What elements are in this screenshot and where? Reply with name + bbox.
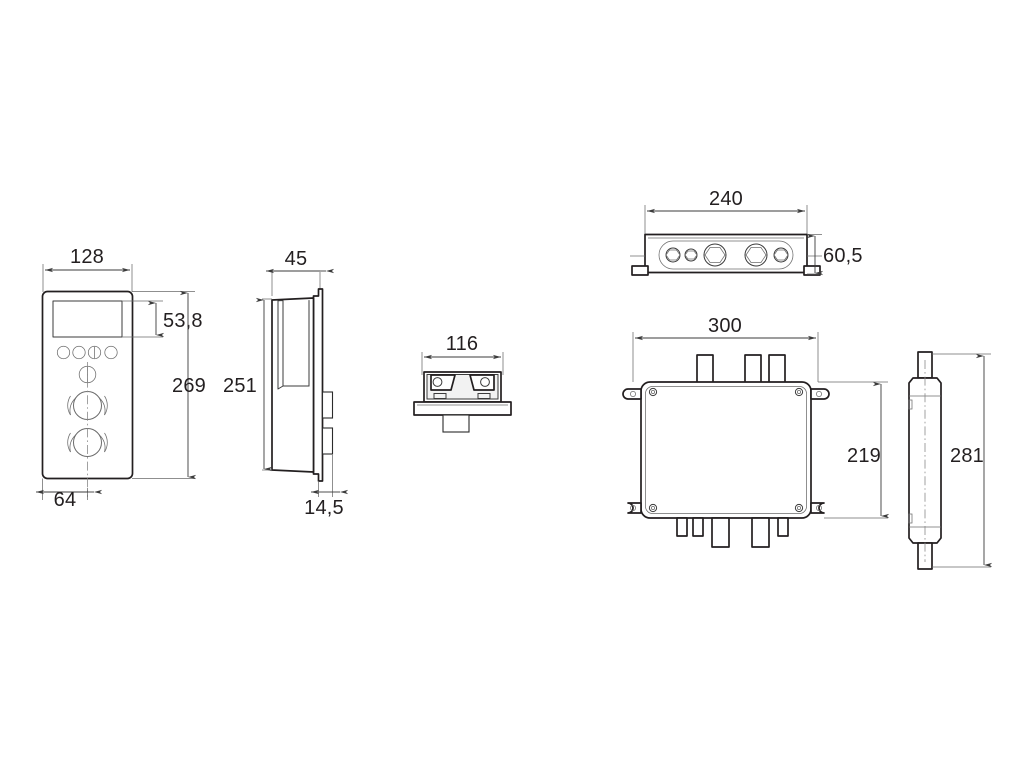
knurled-stem [442,414,470,433]
dimension-116: 116 [421,333,504,375]
panel-button-3[interactable] [87,345,102,360]
dimension-label-53-8: 53,8 [163,310,203,332]
bottom-connectors [676,517,789,548]
dimension-219: 219 [818,381,890,519]
view-junction-box-top: 240 [630,188,863,276]
view-control-panel-side: 45 251 14,5 [223,248,349,519]
fitting-4 [744,243,768,267]
dimension-label-128: 128 [70,246,104,268]
panel-inner-edge [277,300,284,390]
screw-boss-br [794,503,804,513]
dimension-label-300: 300 [708,315,742,337]
junction-box-front-lid [645,386,807,514]
dimension-53-8: 53,8 [122,300,203,338]
dimension-128: 128 [42,246,133,292]
panel-button-1[interactable] [56,345,71,360]
top-connector-2 [744,354,762,384]
bracket-hole-left [432,377,443,387]
panel-button-2[interactable] [72,345,86,360]
view-control-panel-front: 128 [36,246,206,511]
side-notch-bottom [908,513,913,524]
dimension-label-251: 251 [223,375,257,397]
knurled-knob-upper[interactable] [321,391,334,419]
panel-button-4[interactable] [104,345,118,360]
dimension-269: 269 [132,290,206,480]
bracket-hole-right [480,377,490,387]
corner-tab-br [810,502,825,514]
dimension-60-5: 60,5 [806,233,863,276]
bottom-connector-4 [751,517,770,548]
fittings-capsule [658,240,794,270]
screw-boss-bl [648,503,658,513]
screw-boss-tr [794,387,804,397]
dimension-64: 64 [36,478,103,511]
bracket-slot-left [433,393,447,399]
bottom-connector-2 [692,517,704,537]
dimension-300: 300 [632,315,819,382]
view-junction-box-side: 281 [908,351,993,570]
display-screen [52,300,123,338]
corner-tab-tl [622,388,642,400]
bottom-connector-5 [777,517,789,537]
junction-box-front-body [640,381,812,519]
corner-tab-tr [810,388,830,400]
view-mounting-bracket: 116 [413,333,512,433]
top-connector-3 [768,354,786,384]
dimension-240: 240 [644,188,808,235]
dimension-label-116: 116 [446,333,479,355]
knurled-knob-lower[interactable] [321,427,334,455]
fitting-5 [773,247,789,263]
dimension-45: 45 [266,248,335,296]
top-connector-1 [696,354,714,384]
corner-tab-bl [627,502,642,514]
corner-tabs [622,388,830,514]
fitting-3 [703,243,727,267]
panel-button-row [56,345,118,360]
top-connectors [696,354,786,384]
side-notch-top [908,399,913,410]
dimension-label-64: 64 [54,489,77,511]
screw-bosses [648,387,804,513]
dimension-281: 281 [932,353,993,568]
bracket-base-plate [413,401,512,416]
faceplate-edge [312,288,324,482]
dimension-label-45: 45 [285,248,308,270]
bottom-connector-3 [711,517,730,548]
bottom-connector-1 [676,517,688,537]
dimension-251: 251 [223,297,273,472]
mounting-foot-left [631,265,649,276]
fitting-2 [684,248,698,262]
dimension-label-60-5: 60,5 [823,245,863,267]
dimension-label-269: 269 [172,375,206,397]
dimension-label-14-5: 14,5 [304,497,344,519]
screw-boss-tl [648,387,658,397]
bracket-slot-right [477,393,491,399]
dimension-14-5: 14,5 [304,455,349,519]
dimension-label-219: 219 [847,445,881,467]
dimension-label-240: 240 [709,188,743,210]
dimension-label-281: 281 [950,445,984,467]
view-junction-box-front: 300 [622,315,890,548]
fitting-1 [665,247,681,263]
